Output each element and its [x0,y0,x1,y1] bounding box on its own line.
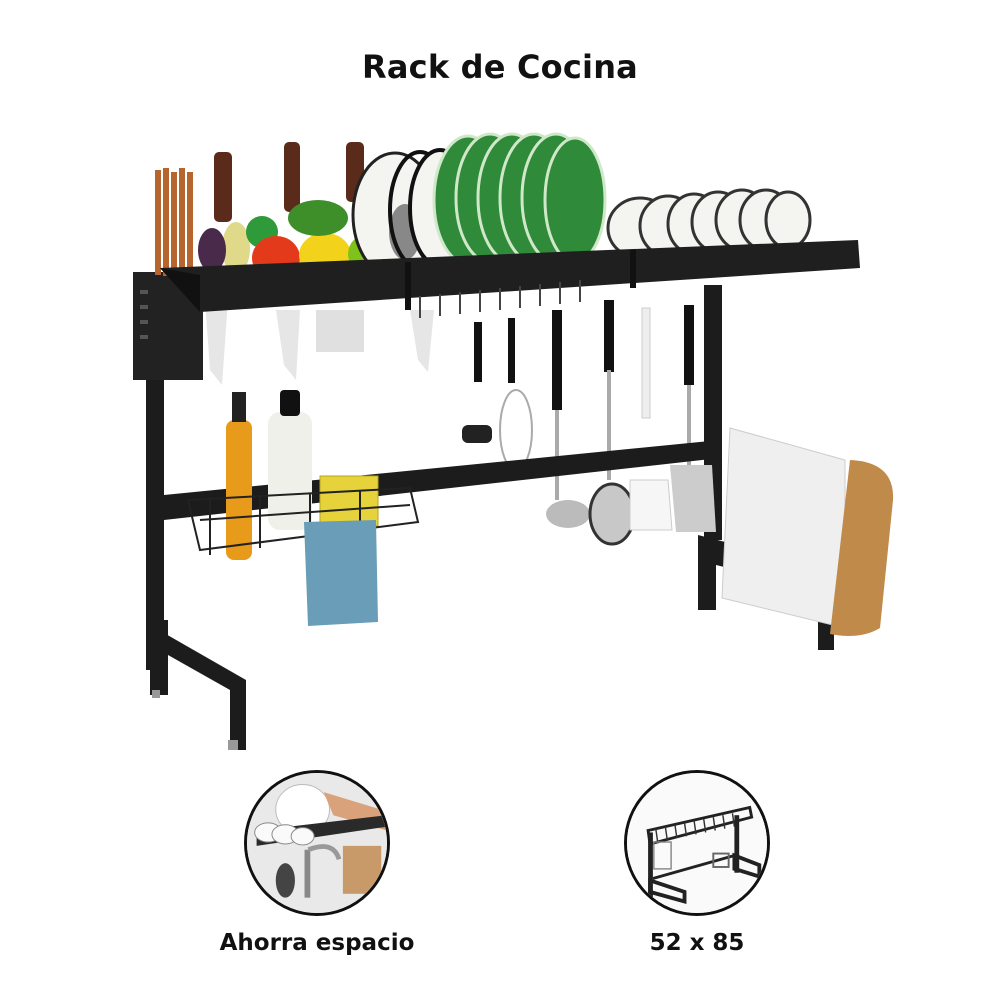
feature-label-dimensions: 52 x 85 [649,930,745,956]
feature-badge-dimensions [624,770,770,916]
top-shelf [160,240,860,318]
chopsticks [155,168,193,276]
plates [351,132,607,279]
sponge [319,475,379,527]
kitchen-photo-icon [247,773,387,913]
basket [186,486,420,555]
bowls [606,188,812,260]
feature-label-save-space: Ahorra espacio [219,930,415,956]
cutting-boards [721,427,894,636]
rack-left-leg [146,380,246,750]
bottles [226,390,312,560]
knives [205,142,434,385]
rack-outline-icon [627,773,767,913]
hanging-utensils [462,300,716,546]
feature-badge-save-space [244,770,390,916]
towel [304,520,378,626]
page-title: Rack de Cocina [362,48,638,86]
